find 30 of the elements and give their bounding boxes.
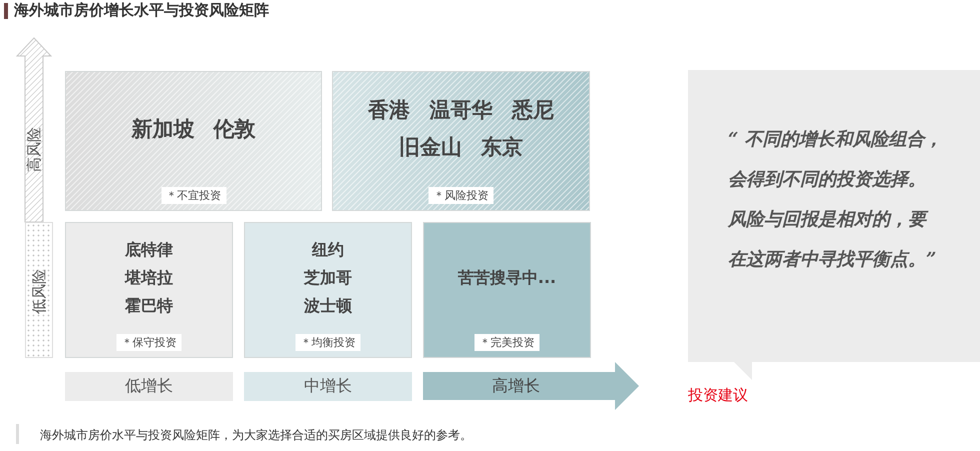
city-names: 底特律 bbox=[125, 239, 173, 261]
city-names: 芝加哥 bbox=[304, 267, 352, 289]
growth-band bbox=[423, 362, 639, 410]
matrix-cell bbox=[332, 71, 590, 211]
city-names: 新加坡 伦敦 bbox=[131, 116, 256, 143]
city-names: 苦苦搜寻中... bbox=[458, 267, 556, 289]
matrix-cell bbox=[65, 222, 233, 358]
source-note: 投资建议 bbox=[688, 386, 748, 405]
investment-tag: ＊均衡投资 bbox=[296, 334, 360, 351]
city-names: 纽约 bbox=[312, 239, 344, 261]
growth-band: 低增长 bbox=[65, 372, 233, 401]
investment-tag: ＊风险投资 bbox=[428, 187, 494, 204]
investment-tag: ＊保守投资 bbox=[116, 334, 182, 351]
city-names: 波士顿 bbox=[304, 295, 352, 317]
city-names: 旧金山 东京 bbox=[398, 134, 524, 161]
matrix-cell bbox=[65, 71, 322, 211]
investment-tag: ＊不宜投资 bbox=[161, 187, 226, 204]
matrix-cell bbox=[423, 222, 591, 358]
city-names: 香港 温哥华 悉尼 bbox=[368, 97, 554, 124]
quote-text: “ 不同的增长和风险组合，会得到不同的投资选择。风险与回报是相对的，要在这两者中寻找平衡点。” bbox=[728, 128, 943, 272]
matrix-cell bbox=[244, 222, 412, 358]
growth-label: 高增长 bbox=[492, 376, 540, 396]
diagram-title: 海外城市房价增长水平与投资风险矩阵 bbox=[14, 1, 269, 20]
city-names: 霍巴特 bbox=[125, 295, 173, 317]
axis-label: 高风险 bbox=[25, 127, 43, 172]
growth-band: 中增长 bbox=[244, 372, 412, 401]
caption: 海外城市房价水平与投资风险矩阵，为大家选择合适的买房区域提供良好的参考。 bbox=[40, 427, 472, 444]
city-names: 堪培拉 bbox=[125, 267, 173, 289]
axis-label: 低风险 bbox=[30, 269, 48, 314]
investment-tag: ＊完美投资 bbox=[474, 334, 540, 351]
